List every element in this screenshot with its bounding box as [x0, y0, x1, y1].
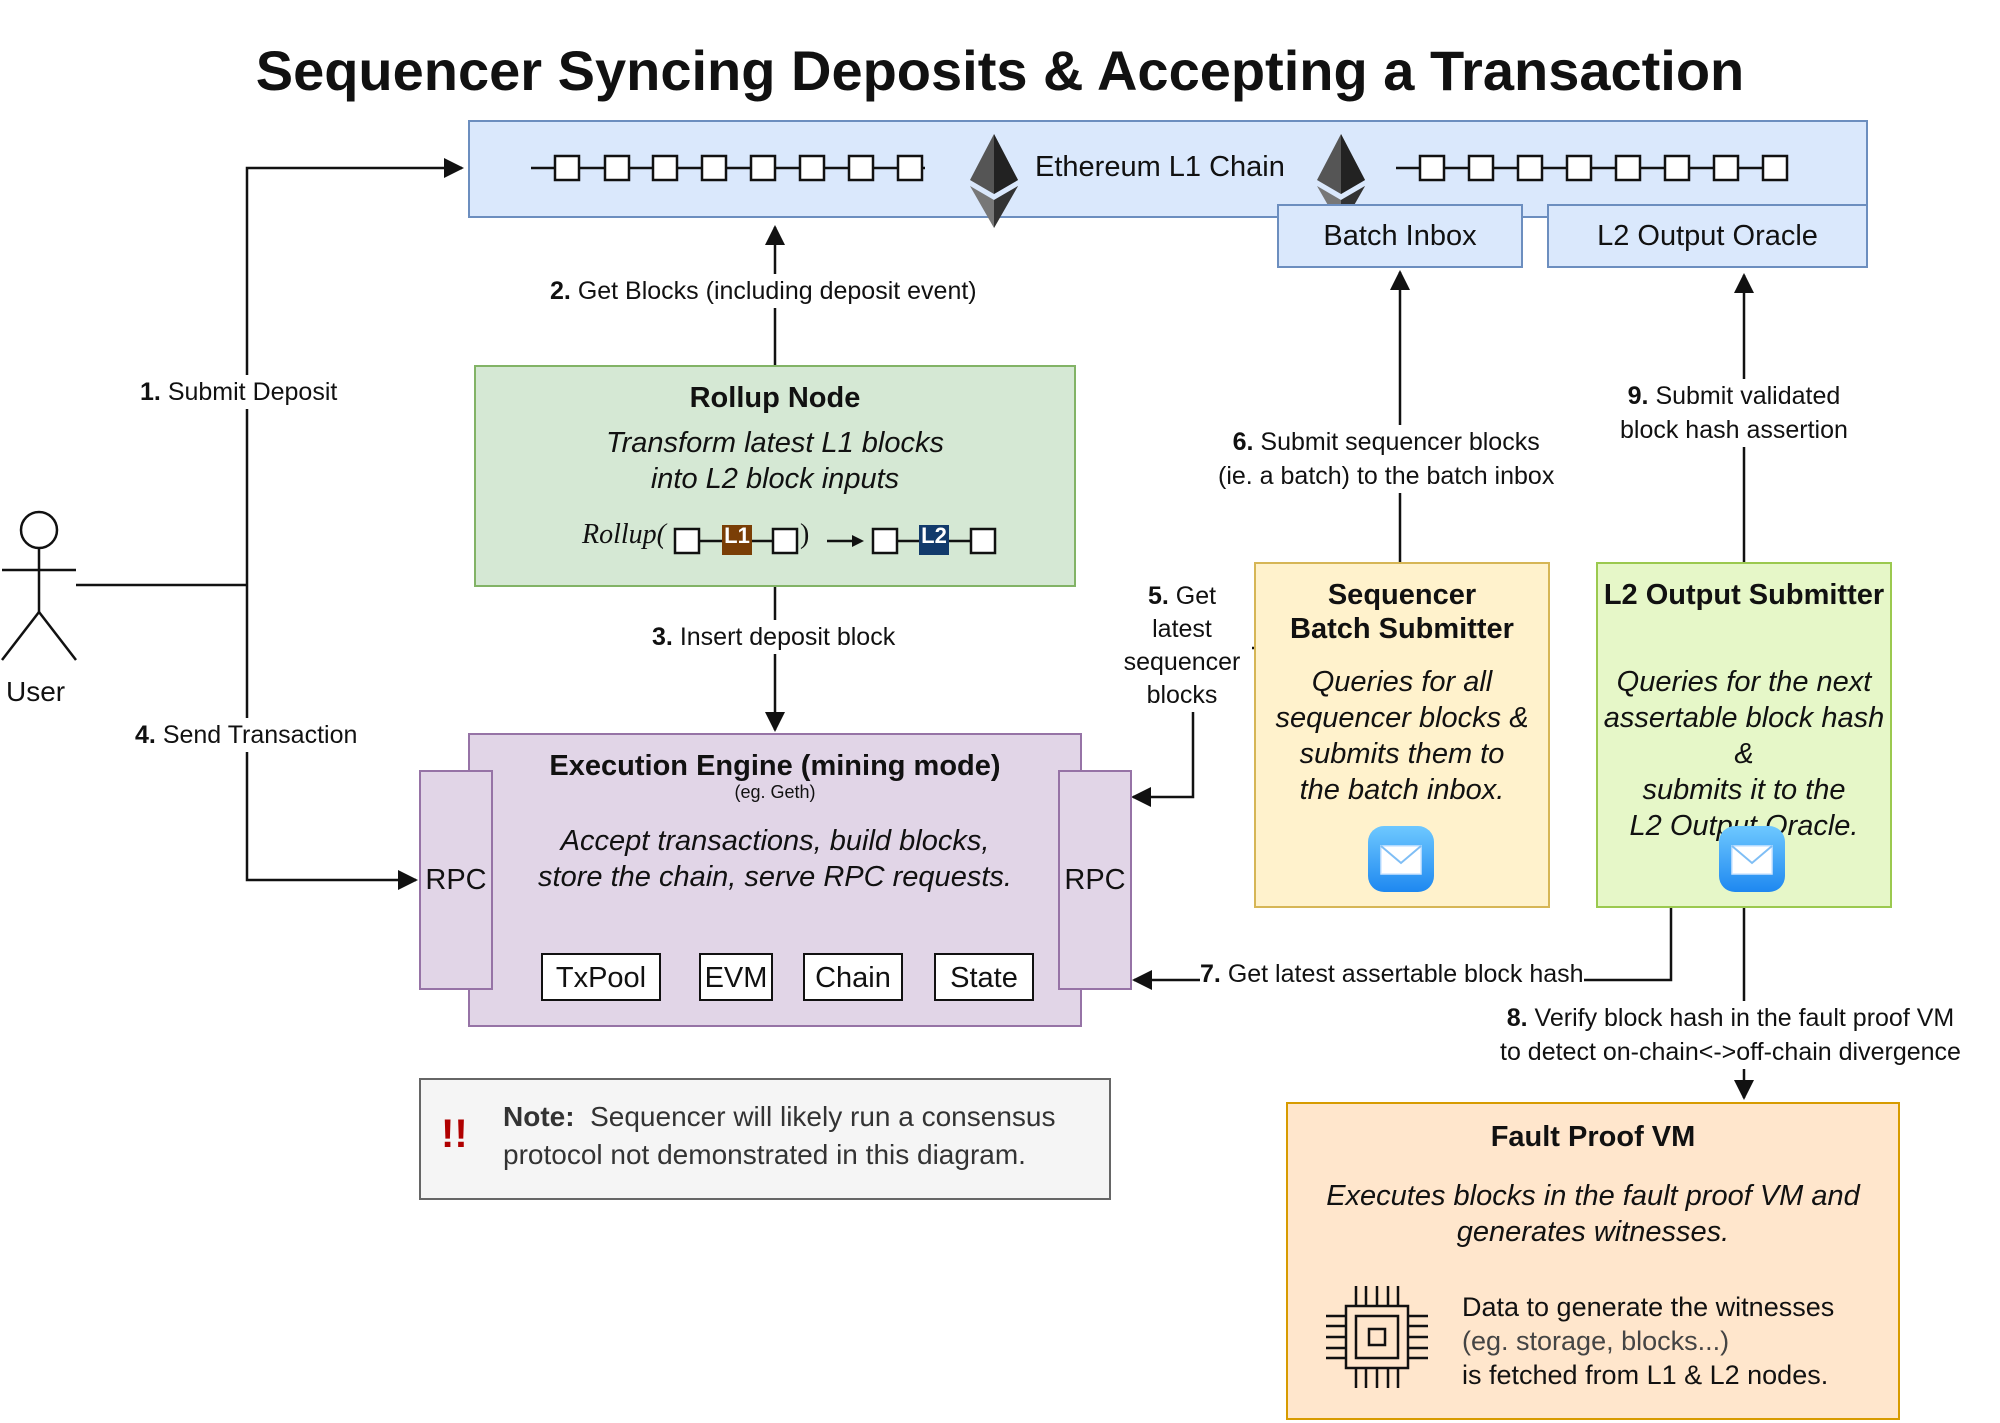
- execution-engine-title: Execution Engine (mining mode): [549, 750, 1001, 782]
- batch-submitter-desc-4: the batch inbox.: [1299, 774, 1505, 806]
- arrow-send-transaction: [245, 585, 418, 890]
- fault-proof-vm-data-3: is fetched from L1 & L2 nodes.: [1462, 1360, 1829, 1390]
- execution-engine-desc-1: Accept transactions, build blocks,: [560, 825, 990, 857]
- person-icon: [1, 510, 77, 661]
- output-submitter-desc-3: submits it to the: [1642, 774, 1846, 806]
- l1-tag-label: L1: [724, 523, 750, 548]
- output-submitter-title: L2 Output Submitter: [1603, 579, 1885, 611]
- note-text: Note: Sequencer will likely run a consen…: [503, 1101, 1056, 1170]
- step-8-label: 8. Verify block hash in the fault proof …: [1500, 1001, 1961, 1069]
- rollup-node-title: Rollup Node: [689, 382, 861, 414]
- l1-block-chain-right: [1396, 154, 1789, 182]
- l1-chain-label: Ethereum L1 Chain: [1035, 151, 1285, 183]
- fault-proof-vm-data-2: (eg. storage, blocks...): [1462, 1326, 1730, 1356]
- cpu-chip-icon: [1326, 1286, 1428, 1388]
- ethereum-icon: [970, 134, 1018, 228]
- rollup-node-desc-1: Transform latest L1 blocks: [606, 427, 944, 459]
- output-submitter-desc-2: assertable block hash &: [1603, 702, 1885, 770]
- arrow-submit-deposit: [245, 158, 464, 585]
- batch-submitter-title-2: Batch Submitter: [1290, 613, 1514, 645]
- fault-proof-vm-desc-1: Executes blocks in the fault proof VM an…: [1326, 1180, 1860, 1212]
- execution-engine-subtitle: (eg. Geth): [734, 782, 816, 802]
- evm-component: EVM: [699, 953, 773, 1001]
- rollup-formula-suffix: ): [800, 519, 810, 550]
- step-5-label: 5. Get latest sequencer blocks: [1112, 580, 1252, 712]
- step-1-label: 1. Submit Deposit: [140, 375, 338, 409]
- step-4-label: 4. Send Transaction: [135, 718, 358, 752]
- fault-proof-vm-title: Fault Proof VM: [1490, 1121, 1696, 1153]
- diagram-title: Sequencer Syncing Deposits & Accepting a…: [255, 39, 1745, 102]
- rollup-node-desc-2: into L2 block inputs: [650, 463, 900, 495]
- l2-output-oracle-label: L2 Output Oracle: [1597, 220, 1818, 252]
- rpc-left: RPC: [419, 770, 493, 990]
- state-component: State: [934, 953, 1034, 1001]
- fault-proof-vm-data-1: Data to generate the witnesses: [1462, 1292, 1835, 1322]
- batch-submitter-desc-2: sequencer blocks &: [1275, 702, 1529, 734]
- user-label: User: [6, 676, 66, 707]
- step-7-label: 7. Get latest assertable block hash: [1200, 957, 1584, 991]
- batch-inbox-label: Batch Inbox: [1323, 220, 1477, 252]
- l2-block-tag: [919, 525, 949, 555]
- rollup-formula-blocks: [673, 525, 997, 555]
- fault-proof-vm-desc-2: generates witnesses.: [1456, 1216, 1730, 1248]
- execution-engine-desc-2: store the chain, serve RPC requests.: [538, 861, 1012, 893]
- mail-icon: [1719, 826, 1785, 892]
- step-9-label: 9. Submit validated block hash assertion: [1620, 379, 1848, 447]
- chain-component: Chain: [803, 953, 903, 1001]
- l2-tag-label: L2: [921, 523, 947, 548]
- rpc-right: RPC: [1058, 770, 1132, 990]
- batch-submitter-title-1: Sequencer: [1327, 579, 1477, 611]
- batch-submitter-desc-3: submits them to: [1299, 738, 1505, 770]
- rollup-formula-prefix: Rollup(: [582, 519, 666, 550]
- step-6-label: 6. Submit sequencer blocks (ie. a batch)…: [1218, 425, 1555, 493]
- l1-block-chain-left: [531, 154, 925, 182]
- txpool-component: TxPool: [541, 953, 661, 1001]
- l2-output-oracle: L2 Output Oracle: [1547, 204, 1868, 268]
- l1-block-tag: [722, 525, 752, 555]
- step-2-label: 2. Get Blocks (including deposit event): [550, 274, 977, 308]
- step-3-label: 3. Insert deposit block: [652, 620, 896, 654]
- output-submitter-desc-1: Queries for the next: [1616, 666, 1872, 698]
- mail-icon: [1368, 826, 1434, 892]
- note-box: !! Note: Sequencer will likely run a con…: [419, 1078, 1111, 1200]
- batch-inbox: Batch Inbox: [1277, 204, 1523, 268]
- note-mark: !!: [441, 1112, 468, 1156]
- fault-proof-vm-data-text: Data to generate the witnesses (eg. stor…: [1462, 1290, 1834, 1392]
- batch-submitter-desc-1: Queries for all: [1311, 666, 1493, 698]
